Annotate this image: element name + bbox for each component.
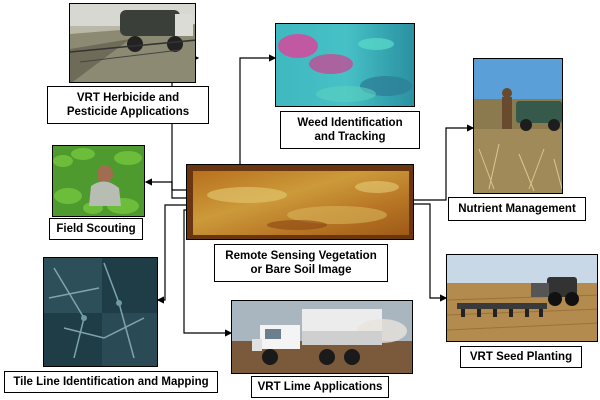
scouting-photo — [52, 145, 145, 217]
label-weed-identification: Weed Identification and Tracking — [280, 111, 420, 149]
label-vrt-herbicide: VRT Herbicide and Pesticide Applications — [47, 86, 209, 124]
tile-line-image — [43, 257, 158, 367]
sprayer-photo — [69, 3, 196, 83]
label-tile-line: Tile Line Identification and Mapping — [4, 371, 218, 393]
lime-truck-photo — [231, 300, 413, 374]
connector-lime — [183, 209, 233, 337]
seed-planting-photo — [446, 254, 598, 342]
connector-seed — [414, 203, 448, 302]
connector-tile — [156, 204, 186, 304]
remote-sensing-image — [186, 164, 414, 240]
connector-scouting — [144, 178, 186, 199]
connector-nutrient — [414, 124, 475, 201]
label-remote-sensing: Remote Sensing Vegetation or Bare Soil I… — [214, 244, 388, 282]
connector-weed — [239, 54, 277, 164]
label-vrt-lime: VRT Lime Applications — [251, 376, 389, 398]
label-vrt-seed: VRT Seed Planting — [460, 346, 582, 368]
weed-image — [275, 23, 415, 107]
label-field-scouting: Field Scouting — [49, 218, 143, 240]
nutrient-photo — [473, 58, 563, 194]
label-nutrient-management: Nutrient Management — [448, 197, 586, 221]
